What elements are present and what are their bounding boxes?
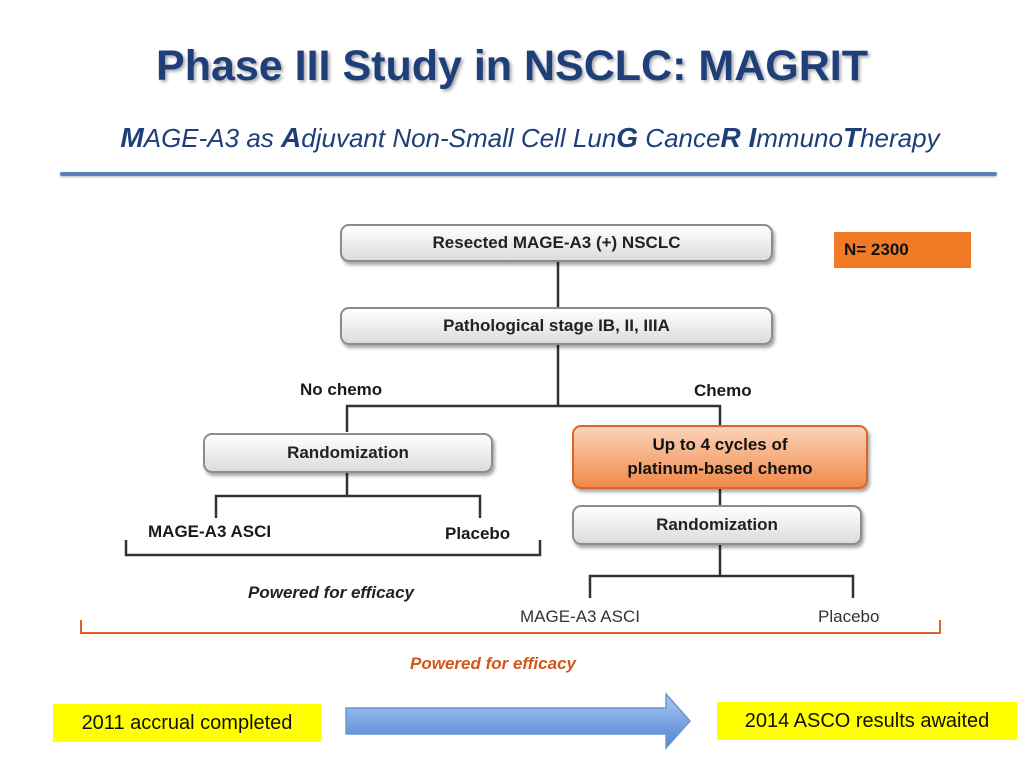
right-arm-mage-a3: MAGE-A3 ASCI <box>520 607 640 626</box>
stage-box: Pathological stage IB, II, IIIA <box>340 307 773 345</box>
subtitle-text-5: herapy <box>860 123 940 153</box>
chemo-cycles-box: Up to 4 cycles of platinum-based chemo <box>572 425 868 489</box>
bracket-left-efficacy <box>124 540 542 557</box>
title-divider <box>60 172 997 176</box>
right-arm-placebo: Placebo <box>818 607 880 626</box>
subtitle-letter-t: T <box>842 122 861 153</box>
resected-box: Resected MAGE-A3 (+) NSCLC <box>340 224 773 262</box>
subtitle-letter-i: I <box>740 122 757 153</box>
subtitle-text-4: mmuno <box>756 123 843 153</box>
timeline-results-box: 2014 ASCO results awaited <box>717 702 1017 740</box>
powered-overall-label: Powered for efficacy <box>410 654 576 673</box>
randomization-left-box: Randomization <box>203 433 493 473</box>
powered-left-label: Powered for efficacy <box>248 583 414 602</box>
subtitle-letter-m: M <box>120 122 144 153</box>
subtitle-letter-g: G <box>616 122 639 153</box>
connector-left-arms <box>214 473 349 518</box>
subtitle-text-3: Cance <box>638 123 721 153</box>
left-arm-placebo: Placebo <box>445 524 511 543</box>
timeline-arrow <box>345 692 692 750</box>
chemo-label: Chemo <box>694 381 752 400</box>
connector-split-horizontal <box>345 404 722 432</box>
connector-right-placebo <box>720 574 855 598</box>
bracket-overall-efficacy <box>80 620 941 634</box>
subtitle-letter-r: R <box>720 122 741 153</box>
left-arm-mage-a3: MAGE-A3 ASCI <box>148 522 272 541</box>
connector-left-placebo <box>347 494 482 518</box>
randomization-right-box: Randomization <box>572 505 862 545</box>
page-title: Phase III Study in NSCLC: MAGRIT <box>156 42 868 90</box>
subtitle-text-2: djuvant Non-Small Cell Lun <box>301 123 617 153</box>
subtitle-letter-a: A <box>281 122 302 153</box>
sample-size-badge: N= 2300 <box>834 232 971 268</box>
page-subtitle: MAGE-A3 as Adjuvant Non-Small Cell LunG … <box>0 122 1024 154</box>
timeline-accrual-box: 2011 accrual completed <box>53 704 321 742</box>
subtitle-text-1: AGE-A3 as <box>143 123 282 153</box>
connector-right-arms <box>588 544 722 598</box>
no-chemo-label: No chemo <box>300 380 383 399</box>
